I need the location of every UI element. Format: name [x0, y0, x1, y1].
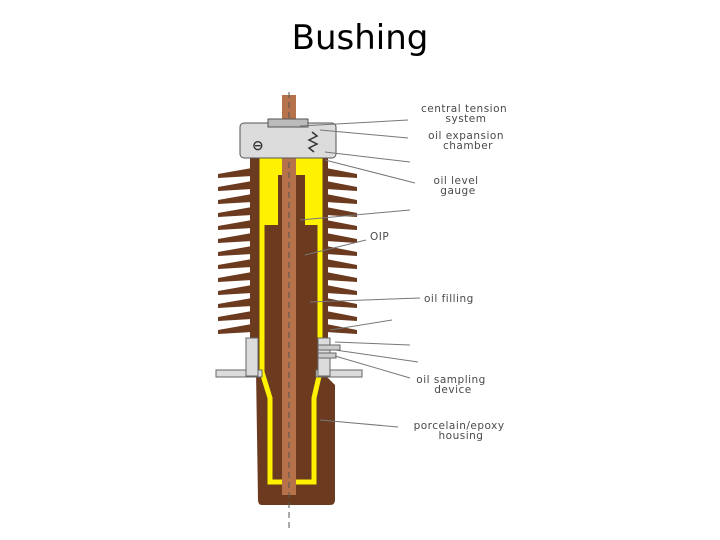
leader-oip-2 [304, 239, 367, 256]
label-oil-expansion-chamber: oil expansion chamber [428, 130, 508, 152]
leader-oil-filling-2 [329, 319, 393, 331]
label-line: system [446, 113, 487, 125]
porcelain-shed-right [326, 207, 357, 217]
porcelain-shed-left [218, 246, 252, 256]
mounting-flange-right [315, 369, 363, 378]
leader-oil-level-2 [324, 159, 416, 184]
label-oip: OIP [370, 231, 389, 243]
porcelain-shed-left [218, 220, 252, 230]
porcelain-shed-right [326, 272, 357, 282]
leader-oil-filling-1 [309, 297, 421, 303]
porcelain-shed-right [326, 259, 357, 269]
porcelain-shed-left [218, 207, 252, 217]
oil-level-indicator-symbol: ⊖ [252, 138, 264, 154]
leader-sampling-2 [334, 349, 419, 363]
label-oil-sampling-device: oil sampling device [416, 374, 489, 396]
label-line: housing [439, 430, 484, 442]
leader-housing [319, 419, 399, 428]
label-line: oil level [434, 175, 479, 187]
porcelain-shed-left [218, 298, 252, 308]
label-line: central tension [421, 103, 507, 115]
label-line: device [434, 384, 472, 396]
tension-spring [307, 131, 319, 153]
porcelain-sheds [218, 168, 357, 334]
label-line: oil sampling [416, 374, 486, 386]
leader-oil-expansion [319, 129, 409, 139]
sampling-valve [317, 344, 341, 351]
label-line: chamber [443, 140, 493, 152]
porcelain-shed-left [218, 168, 252, 178]
porcelain-shed-left [218, 311, 252, 321]
porcelain-shed-left [218, 233, 252, 243]
leader-central-tension [299, 119, 409, 127]
label-central-tension-system: central tension system [421, 103, 511, 125]
porcelain-shed-left [218, 194, 252, 204]
porcelain-shed-right [326, 181, 357, 191]
porcelain-shed-right [326, 194, 357, 204]
oip-insulation-layer [259, 157, 323, 485]
porcelain-shed-left [218, 272, 252, 282]
porcelain-shed-left [218, 259, 252, 269]
porcelain-shed-left [218, 285, 252, 295]
porcelain-shed-right [326, 285, 357, 295]
label-porcelain-epoxy-housing: porcelain/epoxy housing [414, 420, 509, 442]
leader-oil-level-1 [324, 151, 411, 163]
label-oil-level-gauge: oil level gauge [434, 175, 483, 197]
leader-lines [299, 119, 421, 428]
label-oil-filling: oil filling [424, 293, 474, 305]
porcelain-shed-right [326, 311, 357, 321]
mounting-flange-left [215, 369, 263, 378]
leader-sampling-1 [334, 341, 411, 346]
porcelain-shed-right [326, 246, 357, 256]
sampling-valve-2 [317, 352, 337, 359]
oip-top-fill [262, 152, 320, 225]
label-line: oil expansion [428, 130, 504, 142]
porcelain-shed-right [326, 324, 357, 334]
porcelain-shed-left [218, 181, 252, 191]
bushing-drawing: ⊖ [215, 92, 363, 530]
porcelain-shed-right [326, 168, 357, 178]
porcelain-shed-right [326, 233, 357, 243]
porcelain-shed-left [218, 324, 252, 334]
leader-sampling-3 [334, 355, 411, 379]
cap-top-plate [267, 118, 309, 128]
porcelain-shed-right [326, 220, 357, 230]
flange-collar-left [245, 337, 259, 377]
callout-labels: central tension system oil expansion cha… [370, 103, 511, 442]
porcelain-shed-right [326, 298, 357, 308]
slide-title: Bushing [291, 18, 429, 58]
label-line: porcelain/epoxy [414, 420, 505, 432]
leader-oip-1 [299, 209, 411, 221]
label-line: gauge [440, 185, 475, 197]
